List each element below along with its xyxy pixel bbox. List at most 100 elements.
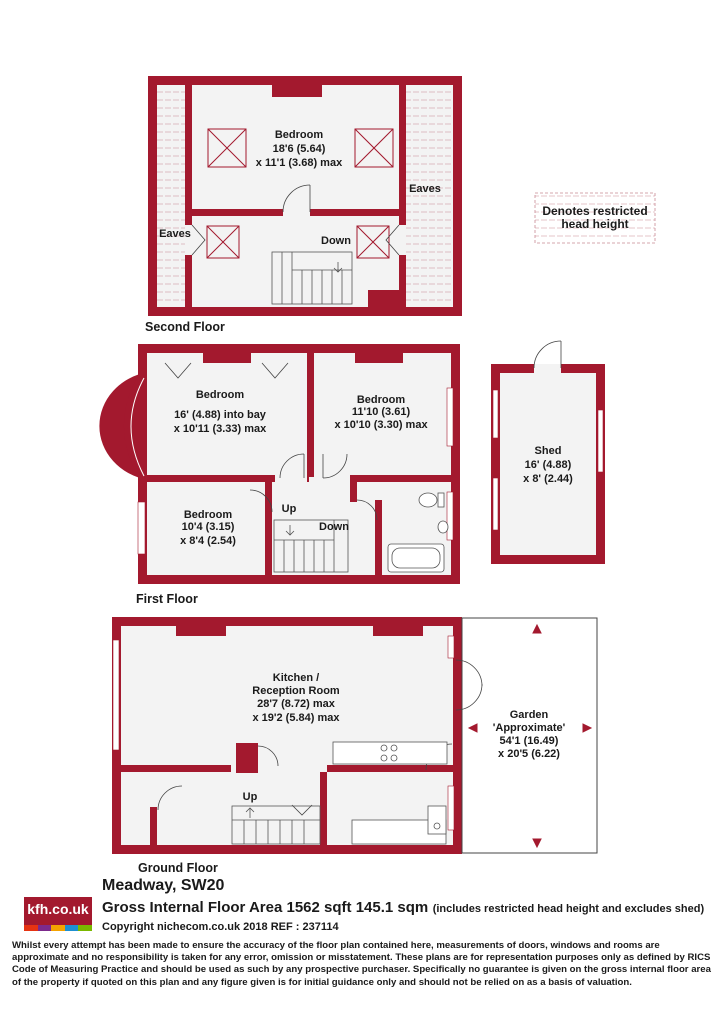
wall	[185, 209, 283, 216]
window	[492, 389, 604, 531]
logo-bar-segment	[64, 925, 79, 931]
kitchen-name-line1: Kitchen /	[273, 672, 319, 684]
chimney	[355, 353, 403, 363]
first-floor-right-bedroom-name: Bedroom	[357, 394, 406, 406]
wall	[121, 765, 231, 772]
garden-name: Garden	[510, 709, 549, 721]
wall	[236, 743, 258, 773]
wall	[307, 475, 309, 482]
first-floor: Bedroom 16' (4.88) into bay x 10'11 (3.3…	[99, 344, 460, 584]
kitchen-dim1: 28'7 (8.72) max	[257, 698, 336, 710]
wall	[399, 255, 406, 307]
logo-bar-segment	[37, 925, 52, 931]
logo-bar-segment	[24, 925, 38, 931]
garden-dim1: 54'1 (16.49)	[500, 735, 559, 747]
wall	[265, 482, 272, 575]
shed-name: Shed	[535, 445, 562, 457]
garden-area	[461, 617, 598, 854]
floor-area-note: (includes restricted head height and exc…	[432, 903, 705, 915]
ground-floor-interior	[121, 626, 453, 845]
eaves-left-label: Eaves	[159, 228, 191, 240]
wall	[185, 85, 192, 225]
copyright: Copyright nichecom.co.uk 2018 REF : 2371…	[102, 921, 339, 933]
shed: Shed 16' (4.88) x 8' (2.44)	[491, 340, 605, 564]
restricted-height-legend: Denotes restricted head height	[534, 192, 656, 244]
ground-floor: Kitchen / Reception Room 28'7 (8.72) max…	[112, 617, 598, 854]
stairs	[231, 805, 321, 845]
wall	[310, 209, 406, 216]
door	[191, 184, 400, 256]
window	[137, 387, 454, 555]
logo-text: kfh.co.uk	[27, 901, 89, 917]
chimney	[373, 626, 423, 636]
first-floor-right-bedroom-dim2: x 10'10 (3.30) max	[334, 419, 428, 431]
kfh-logo: kfh.co.uk	[24, 897, 92, 931]
wall	[327, 765, 453, 772]
garden-dimension-arrows	[467, 623, 593, 849]
kitchen-dim2: x 19'2 (5.84) max	[252, 712, 340, 724]
chimney	[272, 85, 322, 97]
first-floor-bay-bedroom-dim1: 16' (4.88) into bay	[174, 409, 267, 421]
legend-line2: head height	[561, 217, 628, 231]
door	[164, 362, 378, 521]
bay-window-glass	[130, 377, 145, 477]
first-floor-stairs-up-label: Up	[282, 503, 297, 515]
wall	[150, 807, 157, 845]
logo-color-bar	[24, 925, 92, 931]
stairs	[273, 519, 349, 573]
eaves-right-label: Eaves	[409, 183, 441, 195]
chimney	[176, 626, 226, 636]
ground-floor-label: Ground Floor	[138, 861, 218, 875]
first-floor-label: First Floor	[136, 592, 198, 606]
shed-dim1: 16' (4.88)	[525, 459, 572, 471]
wall	[320, 772, 327, 845]
first-floor-small-bedroom-dim1: 10'4 (3.15)	[182, 521, 235, 533]
legend-line1: Denotes restricted	[542, 204, 647, 218]
wall	[147, 475, 275, 482]
stairs	[271, 251, 353, 305]
first-floor-small-bedroom-dim2: x 8'4 (2.54)	[180, 535, 236, 547]
chimney	[203, 353, 251, 363]
ground-floor-stairs-up-label: Up	[243, 791, 258, 803]
window	[112, 635, 455, 831]
logo-bar-segment	[51, 925, 65, 931]
door	[533, 340, 562, 369]
second-floor-bedroom-name: Bedroom	[275, 129, 324, 141]
first-floor-small-bedroom-name: Bedroom	[184, 509, 233, 521]
garden-note: 'Approximate'	[493, 722, 566, 734]
gross-floor-area: Gross Internal Floor Area 1562 sqft 145.…	[102, 899, 429, 916]
second-floor-label: Second Floor	[145, 320, 225, 334]
first-floor-bay-bedroom-dim2: x 10'11 (3.33) max	[174, 423, 267, 435]
disclaimer: Whilst every attempt has been made to en…	[12, 940, 711, 988]
first-floor-stairs-down-label: Down	[319, 521, 349, 533]
wall	[185, 255, 192, 307]
first-floor-right-bedroom-dim1: 11'10 (3.61)	[352, 406, 411, 418]
legend-swatch	[534, 192, 656, 244]
wall	[350, 482, 357, 502]
shed-dim2: x 8' (2.44)	[523, 473, 573, 485]
bathroom-fixtures	[387, 492, 449, 573]
second-floor-bedroom-dim1: 18'6 (5.64)	[273, 143, 326, 155]
second-floor-bedroom-dim2: x 11'1 (3.68) max	[256, 157, 343, 169]
door	[157, 659, 483, 816]
logo-bar-segment	[78, 925, 92, 931]
eaves-right-zone	[406, 85, 453, 307]
property-address: Meadway, SW20	[102, 877, 225, 894]
bay-window	[124, 367, 151, 485]
wall	[375, 500, 382, 575]
second-floor: Bedroom 18'6 (5.64) x 11'1 (3.68) max Ea…	[148, 76, 462, 316]
first-floor-bay-bedroom-name: Bedroom	[196, 389, 245, 401]
first-floor-interior	[147, 353, 451, 575]
kitchen-units	[332, 741, 448, 845]
second-floor-stairs-down-label: Down	[321, 235, 351, 247]
wall	[399, 85, 406, 225]
wall	[350, 475, 451, 482]
garden-dim2: x 20'5 (6.22)	[498, 748, 560, 760]
kitchen-name-line2: Reception Room	[252, 685, 340, 697]
eaves-left-zone	[157, 85, 185, 307]
skylight	[206, 128, 394, 259]
chimney	[368, 290, 399, 307]
wall	[307, 353, 314, 477]
shed-interior	[500, 373, 596, 555]
